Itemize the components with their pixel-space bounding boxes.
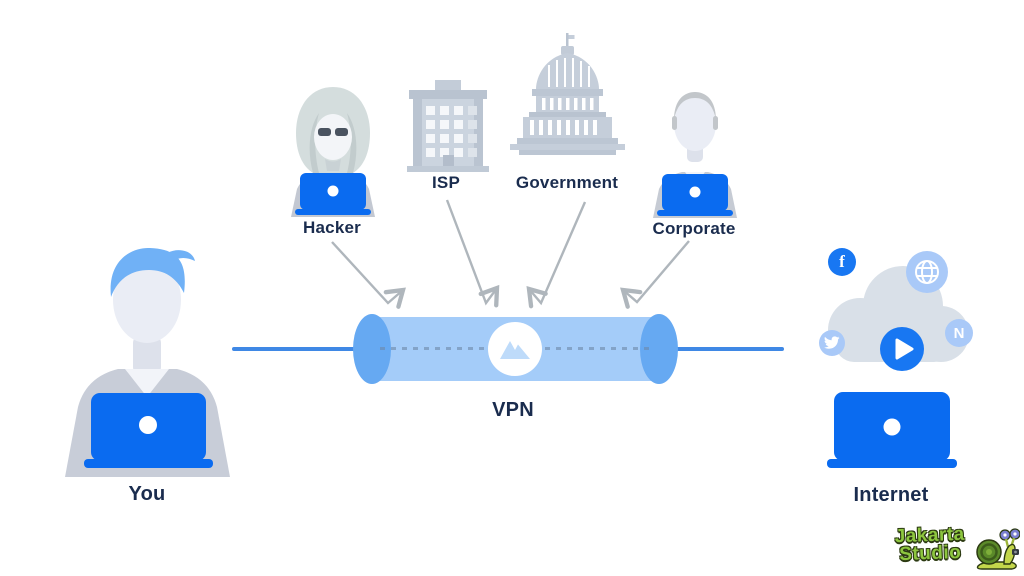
- laptop-icon: [84, 393, 213, 468]
- government-label: Government: [515, 173, 619, 192]
- corporate-figure: [653, 92, 737, 218]
- laptop-icon: [657, 174, 733, 216]
- netflix-icon: N: [945, 319, 973, 347]
- hacker-figure: [291, 87, 375, 217]
- isp-label: ISP: [431, 173, 461, 192]
- corporate-hair-left: [672, 116, 677, 130]
- video-play-icon: [880, 327, 924, 371]
- hacker-arrow: [331, 241, 406, 309]
- isp-door: [443, 155, 454, 166]
- government-capitol: [510, 33, 625, 155]
- corporate-hair: [674, 92, 716, 120]
- isp-arrow: [445, 199, 500, 308]
- globe-icon: [906, 251, 948, 293]
- government-arrow: [526, 201, 587, 309]
- user-figure: [65, 247, 230, 477]
- corporate-arrow: [620, 240, 690, 309]
- internet-laptop-icon: [827, 392, 957, 468]
- corporate-face: [674, 97, 716, 151]
- user-collar: [125, 369, 169, 397]
- user-hair: [110, 247, 185, 297]
- twitter-icon: [819, 330, 845, 356]
- vpn-label: VPN: [492, 399, 534, 421]
- you-label: You: [128, 483, 166, 505]
- hacker-face: [314, 114, 352, 160]
- hacker-label: Hacker: [303, 218, 361, 237]
- hacker-glasses-right: [335, 128, 348, 136]
- corporate-hair-right: [713, 116, 718, 130]
- nordvpn-logo-icon: [488, 322, 542, 376]
- isp-windows: [426, 106, 477, 157]
- hacker-hood-shade: [309, 113, 319, 173]
- laptop-icon: [295, 173, 371, 215]
- hacker-chin: [325, 159, 341, 171]
- isp-building: [407, 80, 489, 172]
- facebook-icon: f: [828, 248, 856, 276]
- internet-label: Internet: [853, 484, 929, 506]
- user-neck: [133, 335, 161, 375]
- corporate-label: Corporate: [652, 219, 736, 238]
- hacker-hood-shade2: [347, 113, 357, 173]
- user-face: [113, 257, 181, 343]
- hacker-glasses-left: [318, 128, 331, 136]
- snail-mascot-icon: [976, 528, 1020, 570]
- user-hair-quiff: [167, 250, 195, 261]
